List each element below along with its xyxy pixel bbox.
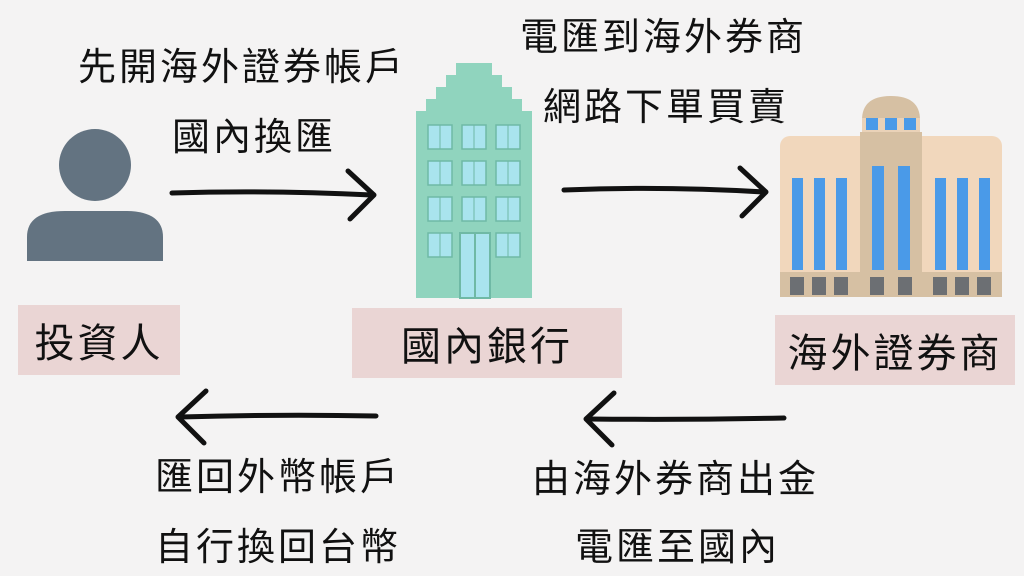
step-investor-to-bank-line2: 國內換匯: [172, 115, 337, 159]
domestic-bank-label: 國內銀行: [352, 308, 622, 378]
domestic-bank-label-text: 國內銀行: [401, 324, 573, 370]
foreign-broker-label: 海外證券商: [775, 315, 1015, 385]
arrow-investor-to-bank: [169, 168, 377, 222]
bank-building-icon: [416, 63, 532, 299]
arrow-broker-to-bank: [583, 390, 787, 448]
investor-label: 投資人: [18, 305, 180, 375]
step-bank-to-broker-line1: 電匯到海外券商: [520, 15, 808, 59]
step-bank-to-investor-line1: 匯回外幣帳戶: [155, 455, 402, 499]
step-broker-to-bank-line2: 電匯至國內: [575, 525, 781, 569]
foreign-broker-label-text: 海外證券商: [787, 331, 1003, 377]
arrow-bank-to-investor: [175, 388, 379, 446]
step-bank-to-broker-line2: 網路下單買賣: [543, 85, 790, 129]
step-investor-to-bank-line1: 先開海外證券帳戶: [78, 45, 407, 89]
arrow-bank-to-broker: [561, 165, 769, 219]
step-bank-to-investor-line2: 自行換回台幣: [155, 525, 402, 569]
step-broker-to-bank-line1: 由海外券商出金: [532, 457, 820, 501]
person-icon: [27, 129, 163, 261]
investor-label-text: 投資人: [34, 321, 164, 367]
brokerage-building-icon: [780, 96, 1002, 297]
